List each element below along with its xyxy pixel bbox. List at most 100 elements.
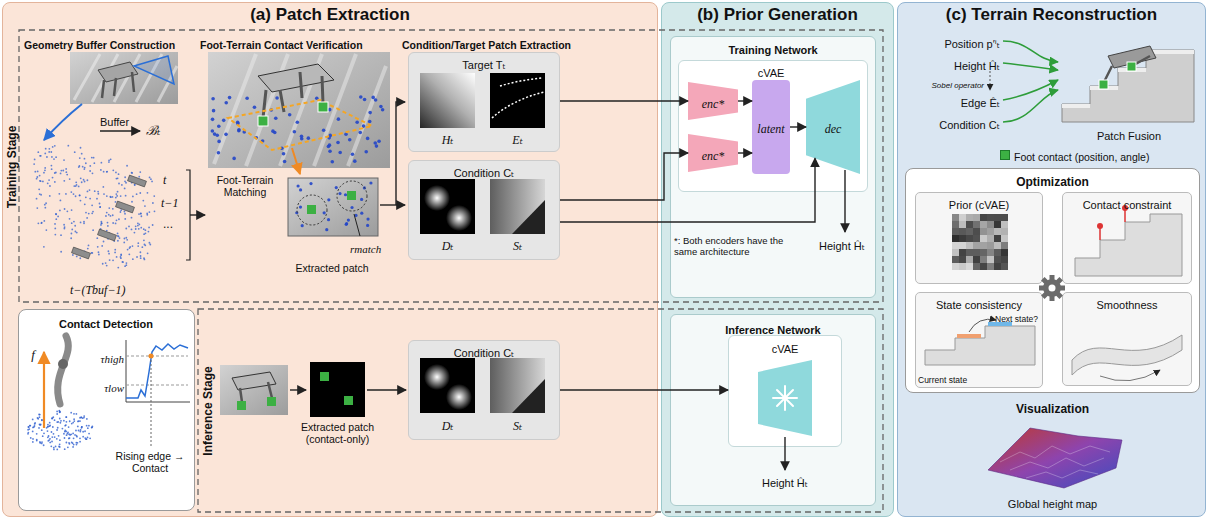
point-dot: [355, 120, 359, 124]
point-dot: [131, 217, 133, 219]
point-dot: [38, 188, 40, 190]
point-dot: [92, 229, 94, 231]
patch-images: [424, 364, 450, 390]
point-dot: [211, 118, 215, 122]
point-dot: [59, 411, 61, 413]
text-slot: Training Stage: [2, 112, 20, 222]
point-dot: [84, 167, 86, 169]
point-dot: [80, 222, 82, 224]
point-dot: [79, 441, 81, 443]
inference-illustration: [290, 389, 306, 390]
network-illustration: [844, 170, 845, 232]
point-dot: [135, 225, 137, 227]
node-text: Inference Network: [725, 324, 820, 337]
point-dot: [41, 443, 43, 445]
point-dot: [43, 220, 45, 222]
point-dot: [124, 265, 126, 267]
point-dot: [82, 431, 84, 433]
text-slot: (c) Terrain Reconstruction: [897, 5, 1206, 25]
point-dot: [47, 424, 49, 426]
point-dot: [53, 433, 55, 435]
point-dot: [139, 251, 141, 253]
encoder-block: enc*: [688, 82, 738, 120]
point-dot: [120, 211, 122, 213]
point-dot: [123, 211, 125, 213]
point-dot: [119, 237, 121, 239]
point-dot: [108, 253, 110, 255]
point-dot: [146, 214, 148, 216]
point-dot: [139, 192, 141, 194]
point-dot: [144, 259, 146, 261]
prior-cell: [952, 263, 959, 270]
point-dot: [328, 143, 332, 147]
cvae-box: cVAEenc*enc*latentdec: [678, 60, 868, 192]
text-slot: Visualization: [905, 399, 1200, 417]
legend-swatch: [1000, 150, 1010, 160]
point-dot: [75, 195, 77, 197]
point-dot: [350, 206, 353, 209]
point-dot: [69, 437, 71, 439]
point-dot: [55, 172, 57, 174]
inference-illustration: [220, 362, 406, 417]
fusion-illustration: [1146, 50, 1194, 54]
point-dot: [232, 157, 236, 161]
flow-arrow: [560, 100, 688, 101]
point-dot: [371, 96, 375, 100]
node-text: Sₜ: [513, 240, 522, 254]
point-dot: [100, 233, 102, 235]
text-slot: f: [26, 345, 40, 363]
point-dot: [47, 426, 49, 428]
point-dot: [136, 193, 138, 195]
inference-illustration: [232, 372, 276, 390]
prior-cell: [952, 221, 959, 228]
point-dot: [211, 97, 215, 101]
prior-cell: [987, 228, 994, 235]
optimization-illustration: [1043, 279, 1061, 297]
point-dot: [56, 413, 58, 415]
point-dot: [91, 252, 93, 254]
block-outline: [806, 80, 860, 174]
point-dot: [73, 420, 75, 422]
point-dot: [69, 434, 71, 436]
point-dot: [65, 416, 67, 418]
point-dot: [62, 428, 64, 430]
point-dot: [44, 204, 46, 206]
point-dot: [76, 444, 78, 446]
point-dot: [58, 435, 60, 437]
point-dot: [132, 245, 134, 247]
point-dot: [336, 141, 340, 145]
text-slot: Foot contact (position, angle): [1014, 147, 1200, 165]
point-dot: [87, 179, 89, 181]
point-dot: [125, 182, 127, 184]
point-dot: [116, 256, 118, 258]
prior-cell: [966, 242, 973, 249]
output-label: Height Ĥₜ: [819, 240, 865, 253]
point-dot: [345, 222, 348, 225]
point-dot: [39, 442, 41, 444]
point-dot: [62, 170, 64, 172]
point-dot: [335, 186, 338, 189]
point-dot: [59, 418, 61, 420]
point-dot: [217, 140, 221, 144]
text-slot: Contact constraint: [1062, 195, 1192, 213]
network-illustration: [758, 170, 845, 470]
point-dot: [65, 424, 67, 426]
objective-box: Contact constraint: [1062, 192, 1192, 284]
buffer-illustration: [33, 145, 155, 269]
point-dot: [368, 120, 372, 124]
text-slot: Height Ĥₜ: [808, 236, 876, 254]
point-dot: [274, 116, 278, 120]
point-dot: [359, 95, 363, 99]
point-dot: [323, 211, 326, 214]
point-dot: [358, 131, 362, 135]
point-dot: [379, 105, 383, 109]
encoder-block: enc*: [688, 134, 738, 172]
point-dot: [41, 429, 43, 431]
point-dot: [120, 209, 122, 211]
text-slot: Global height map: [905, 494, 1200, 512]
point-dot: [77, 426, 79, 428]
point-dot: [44, 169, 46, 171]
point-dot: [137, 225, 139, 227]
network-box: Training NetworkcVAEenc*enc*latentdec: [670, 36, 876, 298]
point-dot: [32, 426, 34, 428]
